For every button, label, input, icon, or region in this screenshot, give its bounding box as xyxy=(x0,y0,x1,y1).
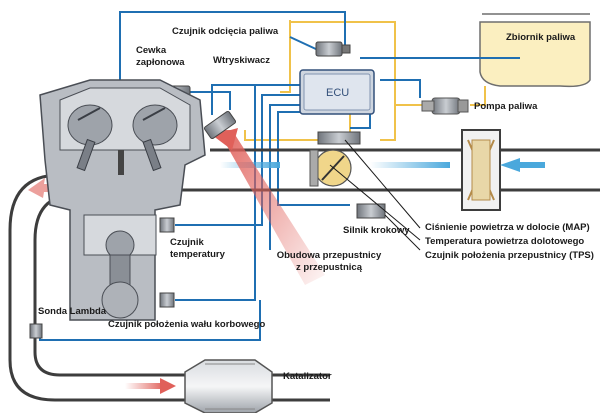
intake-temperature-label: Temperatura powietrza dolotowego xyxy=(425,236,585,247)
crank-sensor-label: Czujnik położenia wału korbowego xyxy=(108,319,266,330)
intake-pipe xyxy=(180,129,600,211)
injector-label: Wtryskiwacz xyxy=(213,55,271,66)
ecu-label: ECU xyxy=(326,87,349,99)
catalytic-converter xyxy=(184,359,273,413)
fuel-pump xyxy=(421,97,469,115)
throttle-position-label: Czujnik położenia przepustnicy (TPS) xyxy=(425,250,594,261)
temperature-sensor-label: Czujnik temperatury xyxy=(170,237,225,260)
intake-pressure-label: Ciśnienie powietrza w dolocie (MAP) xyxy=(425,222,590,233)
exhaust-flow-arrow-bottom xyxy=(160,378,176,394)
fuel-tank xyxy=(479,13,591,88)
fuel-pump-label: Pompa paliwa xyxy=(474,101,538,112)
lambda-probe xyxy=(29,323,43,339)
engine xyxy=(39,79,206,321)
exhaust-flow-tail xyxy=(125,383,165,389)
injector xyxy=(203,110,237,140)
throttle-body xyxy=(309,131,361,187)
catalyst-label: Katalizator xyxy=(283,371,332,382)
fuel-tank-label: Zbiornik paliwa xyxy=(506,32,576,43)
stepper-motor-label: Silnik krokowy xyxy=(343,225,410,236)
exhaust-flow-arrow-left xyxy=(28,178,62,198)
fuel-lines xyxy=(244,20,486,141)
air-flow-tail xyxy=(370,162,450,168)
throttle-body-label: Obudowa przepustnicy z przepustnicą xyxy=(276,250,382,273)
pointer-lines xyxy=(329,139,421,251)
ignition-coil-label: Cewka zapłonowa xyxy=(136,45,185,68)
fuel-spray-cone xyxy=(218,130,325,285)
fuel-cutoff-sensor xyxy=(315,41,351,57)
stepper-motor xyxy=(356,203,386,219)
fuel-cutoff-sensor-label: Czujnik odcięcia paliwa xyxy=(172,26,279,37)
crank-position-sensor xyxy=(159,292,175,308)
ecu-unit xyxy=(299,69,375,115)
lambda-probe-label: Sonda Lambda xyxy=(38,306,107,317)
air-flow-arrow xyxy=(500,158,545,172)
temperature-sensor xyxy=(159,217,175,233)
